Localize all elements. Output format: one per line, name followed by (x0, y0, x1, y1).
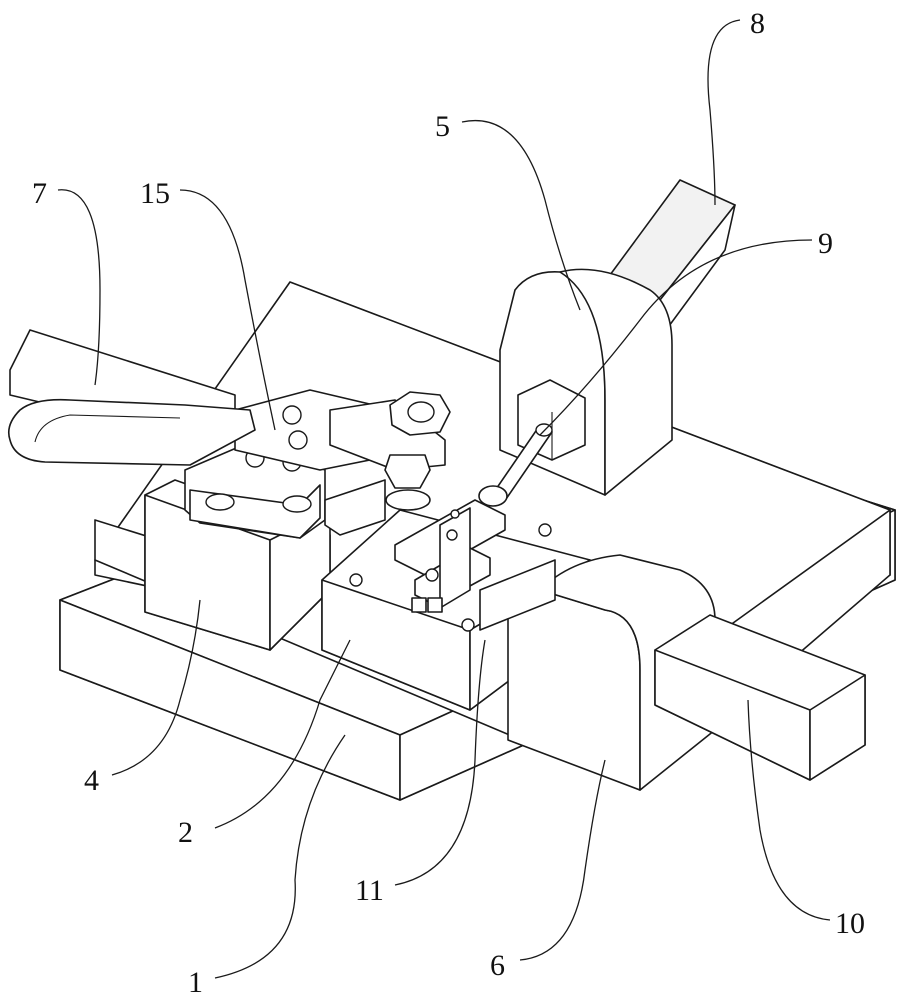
toggle-clamp-body (184, 439, 386, 539)
push-rod (478, 423, 553, 507)
leader-11 (394, 639, 486, 886)
leader-2 (214, 639, 351, 829)
label-9: 9 (818, 227, 833, 260)
label-2: 2 (178, 816, 193, 849)
leader-10 (747, 699, 831, 921)
leader-5 (461, 120, 581, 311)
label-11: 11 (355, 874, 384, 907)
rear-guide-assembly (499, 179, 736, 496)
label-8: 8 (750, 7, 765, 40)
leader-8 (707, 19, 741, 206)
leader-15 (179, 189, 276, 431)
leader-9 (539, 239, 813, 436)
label-10: 10 (835, 907, 865, 940)
label-15: 15 (140, 177, 170, 210)
positioning-plate (394, 499, 506, 613)
clamp-arm (234, 389, 451, 511)
label-1: 1 (188, 966, 203, 999)
leader-4 (111, 599, 201, 776)
reference-labels: 1 2 4 5 6 7 8 9 10 11 15 (32, 7, 865, 999)
label-7: 7 (32, 177, 47, 210)
label-4: 4 (84, 764, 99, 797)
front-guide-assembly (479, 554, 866, 791)
toggle-handle (7, 329, 256, 466)
label-5: 5 (435, 110, 450, 143)
leader-lines (57, 19, 831, 979)
leader-6 (519, 759, 606, 961)
leader-7 (57, 189, 101, 386)
leader-1 (214, 734, 346, 979)
label-6: 6 (490, 949, 505, 982)
